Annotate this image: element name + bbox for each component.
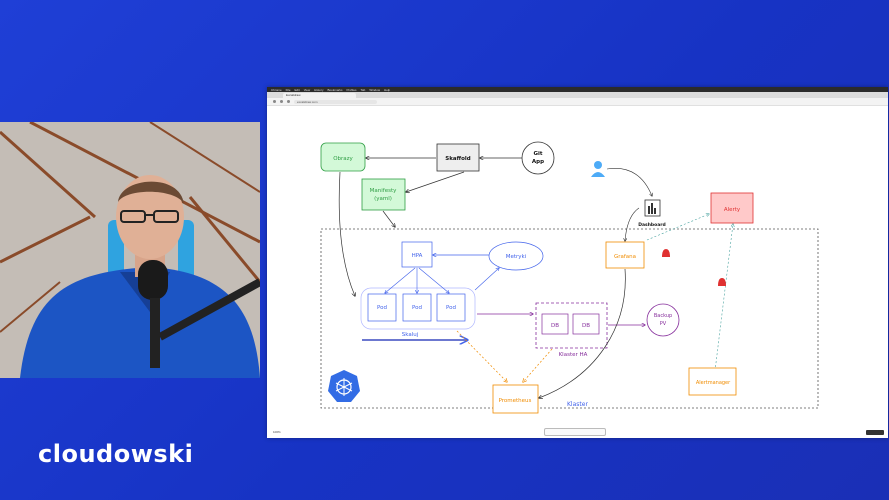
back-icon[interactable] — [273, 100, 276, 103]
canvas-hint — [544, 428, 606, 436]
node-obrazy-label: Obrazy — [333, 156, 353, 162]
node-app-label: App — [532, 159, 544, 165]
node-manifesty — [361, 178, 406, 211]
menu-item-history[interactable]: History — [314, 87, 324, 92]
browser-toolbar: excalidraw.com — [267, 98, 888, 106]
menu-item-bookmarks[interactable]: Bookmarks — [327, 87, 343, 92]
node-manifesty-sublabel: (yaml) — [374, 196, 392, 202]
node-alerty — [710, 192, 754, 224]
user-icon — [591, 172, 605, 177]
brand-logo: cloudowski — [38, 440, 194, 468]
node-git-label: Git — [533, 151, 542, 157]
drawing-canvas[interactable]: Klaster Obrazy Skaffold Git App Manifest… — [267, 106, 888, 438]
node-alertmanager — [688, 367, 737, 396]
menu-item-window[interactable]: Window — [369, 87, 381, 92]
share-button[interactable] — [866, 430, 884, 435]
node-skaffold-label: Skaffold — [445, 156, 470, 162]
forward-icon[interactable] — [280, 100, 283, 103]
node-pod-1-label: Pod — [377, 305, 387, 311]
menu-item-edit[interactable]: Edit — [294, 87, 300, 92]
klaster-label: Klaster — [567, 401, 588, 408]
node-backup-label: Backup — [654, 313, 672, 319]
node-pv-label: PV — [660, 321, 667, 327]
klaster-ha-group — [535, 302, 608, 349]
reload-icon[interactable] — [287, 100, 290, 103]
node-pod-3 — [436, 293, 466, 322]
browser-tab[interactable]: Excalidraw — [283, 92, 356, 98]
bell-icon — [662, 249, 670, 257]
dashboard-label: Dashboard — [638, 222, 665, 228]
klaster-ha-label: Klaster HA — [559, 352, 588, 358]
node-git-app — [521, 141, 555, 175]
address-bar[interactable]: excalidraw.com — [294, 99, 377, 104]
menu-item-view[interactable]: View — [303, 87, 311, 92]
node-metryki — [488, 241, 544, 271]
klaster-boundary — [320, 228, 819, 409]
node-prometheus — [492, 384, 539, 414]
node-grafana-label: Grafana — [614, 254, 636, 260]
menu-item-tab[interactable]: Tab — [360, 87, 366, 92]
node-db-2 — [572, 313, 600, 335]
bell-icon-2 — [718, 278, 726, 286]
menu-item-chrome[interactable]: Chrome — [271, 87, 282, 92]
node-pod-2 — [402, 293, 432, 322]
node-hpa-label: HPA — [412, 253, 423, 259]
node-metryki-label: Metryki — [506, 254, 527, 260]
node-alertmanager-label: Alertmanager — [696, 380, 731, 386]
node-manifesty-label: Manifesty — [370, 188, 397, 194]
node-db-1-label: DB — [551, 323, 559, 329]
node-db-2-label: DB — [582, 323, 590, 329]
pods-group — [360, 287, 476, 330]
node-pod-3-label: Pod — [446, 305, 456, 311]
menu-item-file[interactable]: File — [285, 87, 291, 92]
node-alerty-label: Alerty — [724, 207, 741, 213]
node-pod-2-label: Pod — [412, 305, 422, 311]
node-grafana — [605, 241, 645, 269]
node-obrazy — [320, 142, 366, 172]
webcam-video — [0, 122, 260, 378]
node-backup-pv — [646, 303, 680, 337]
skaluj-label: Skaluj — [402, 332, 419, 338]
mac-menubar: Chrome File Edit View History Bookmarks … — [267, 87, 888, 92]
node-db-1 — [541, 313, 569, 335]
node-skaffold — [436, 143, 480, 172]
browser-window: Chrome File Edit View History Bookmarks … — [267, 87, 888, 438]
menu-item-profiles[interactable]: Profiles — [346, 87, 357, 92]
menu-item-help[interactable]: Help — [384, 87, 391, 92]
node-hpa — [401, 241, 433, 268]
node-pod-1 — [367, 293, 397, 322]
node-prometheus-label: Prometheus — [499, 398, 532, 404]
zoom-control[interactable]: 100% — [273, 430, 281, 434]
webcam-scene — [0, 122, 260, 378]
tab-bar: Excalidraw — [267, 92, 888, 98]
user-icon-head — [594, 161, 602, 169]
